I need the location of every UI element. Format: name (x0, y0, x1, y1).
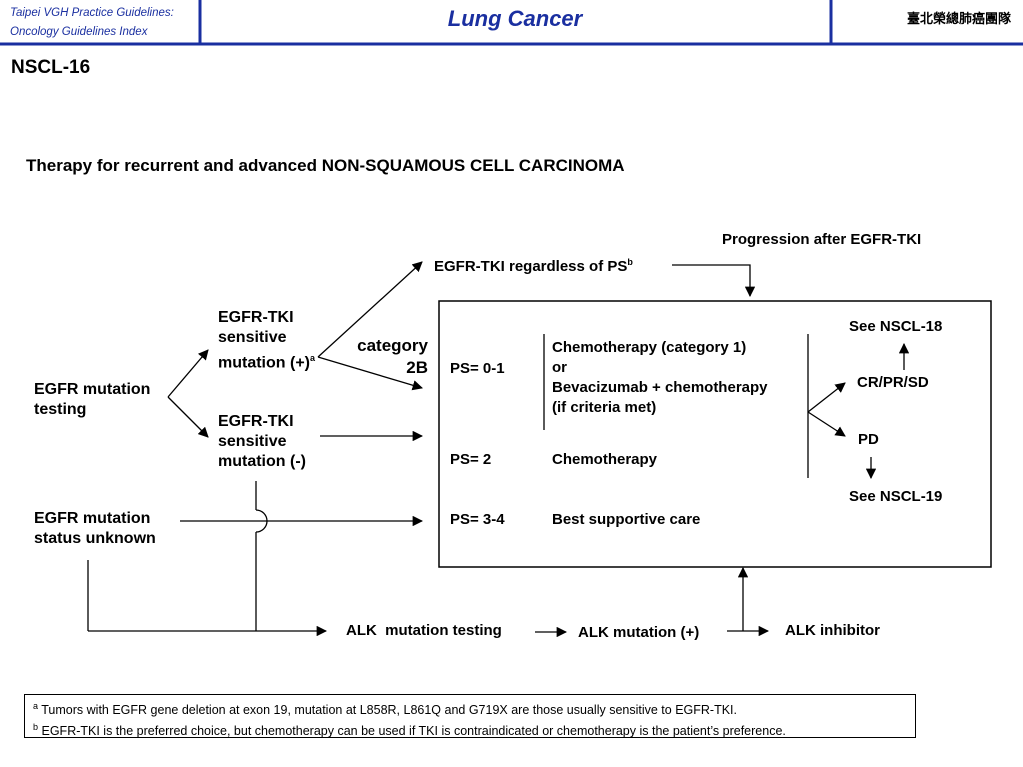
footnote-b-ref: b (627, 257, 633, 267)
alk-inhibitor: ALK inhibitor (785, 622, 880, 639)
egfr-testing-line2: testing (34, 401, 87, 418)
ps01-or: or (552, 359, 567, 376)
ps-2: PS= 2 (450, 451, 492, 468)
ps2-regimen: Chemotherapy (552, 451, 658, 468)
footnote-b-text: EGFR-TKI is the preferred choice, but ch… (41, 724, 786, 739)
egfr-tki-regardless-of-ps: EGFR-TKI regardless of PSb (434, 252, 633, 277)
ps01-regimens: Chemotherapy (category 1) or Bevacizumab… (552, 338, 768, 418)
sensitive-pos-line1: EGFR-TKI (218, 309, 294, 326)
response-cr-pr-sd: CR/PR/SD (857, 374, 929, 391)
branch-to-negative (167, 396, 209, 438)
tki-to-progression (672, 264, 756, 298)
ps01-criteria: (if criteria met) (552, 399, 657, 416)
footnote-a-ref: a (310, 353, 316, 363)
egfr-testing-line1: EGFR mutation (34, 381, 151, 398)
see-nscl-19-link[interactable]: See NSCL-19 (849, 488, 943, 505)
egfr-mutation-testing: EGFR mutation testing (34, 380, 150, 420)
sensitive-neg-line1: EGFR-TKI (218, 413, 294, 430)
sensitive-pos-line3: mutation (+)a (218, 348, 315, 373)
progression-after-tki: Progression after EGFR-TKI (722, 231, 922, 248)
egfr-unknown-line2: status unknown (34, 530, 156, 547)
footnotes-box: a Tumors with EGFR gene deletion at exon… (24, 694, 916, 738)
sensitive-pos-text: mutation (+) (218, 354, 310, 372)
egfr-status-unknown: EGFR mutation status unknown (34, 509, 156, 549)
ps01-chemo: Chemotherapy (category 1) (552, 339, 747, 356)
alk-mutation-positive: ALK mutation (+) (578, 624, 700, 641)
tki-regardless-text: EGFR-TKI regardless of PS (434, 258, 628, 275)
sensitive-pos-line2: sensitive (218, 329, 287, 346)
ps-0-1: PS= 0-1 (450, 360, 505, 377)
ps34-regimen: Best supportive care (552, 511, 701, 528)
footnote-a-text: Tumors with EGFR gene deletion at exon 1… (41, 703, 737, 718)
page-heading: Therapy for recurrent and advanced NON-S… (26, 156, 625, 175)
footnote-a-mark: a (33, 701, 39, 711)
egfr-unknown-line1: EGFR mutation (34, 510, 151, 527)
regimen-box (438, 300, 992, 568)
response-pd: PD (858, 431, 879, 448)
see-nscl-18-link[interactable]: See NSCL-18 (849, 318, 943, 335)
footnote-b: b EGFR-TKI is the preferred choice, but … (33, 719, 915, 740)
positive-to-box (317, 356, 423, 391)
positive-to-tki (317, 261, 423, 358)
header-title: Lung Cancer (447, 6, 583, 31)
footnote-a: a Tumors with EGFR gene deletion at exon… (33, 698, 915, 719)
header-guidelines-index[interactable]: Taipei VGH Practice Guidelines: Oncology… (10, 4, 174, 42)
branch-to-positive (167, 349, 209, 398)
egfr-tki-sensitive-positive: EGFR-TKI sensitive mutation (+)a (218, 308, 315, 373)
category-line1: category (357, 336, 428, 355)
header-left-line2: Oncology Guidelines Index (10, 26, 148, 38)
header-frame (0, 0, 1023, 46)
sensitive-neg-line3: mutation (-) (218, 453, 306, 470)
ps-3-4: PS= 3-4 (450, 511, 505, 528)
ps01-bevacizumab: Bevacizumab + chemotherapy (552, 379, 768, 396)
category-label: category 2B (338, 335, 428, 379)
egfr-tki-sensitive-negative: EGFR-TKI sensitive mutation (-) (218, 412, 306, 472)
header-team-name: 臺北榮總肺癌團隊 (906, 12, 1011, 27)
page-code: NSCL-16 (11, 57, 91, 78)
alk-mutation-testing: ALK mutation testing (346, 622, 502, 639)
sensitive-neg-line2: sensitive (218, 433, 287, 450)
category-line2: 2B (406, 358, 428, 377)
header-left-line1: Taipei VGH Practice Guidelines: (10, 7, 174, 19)
footnote-b-mark: b (33, 722, 39, 733)
